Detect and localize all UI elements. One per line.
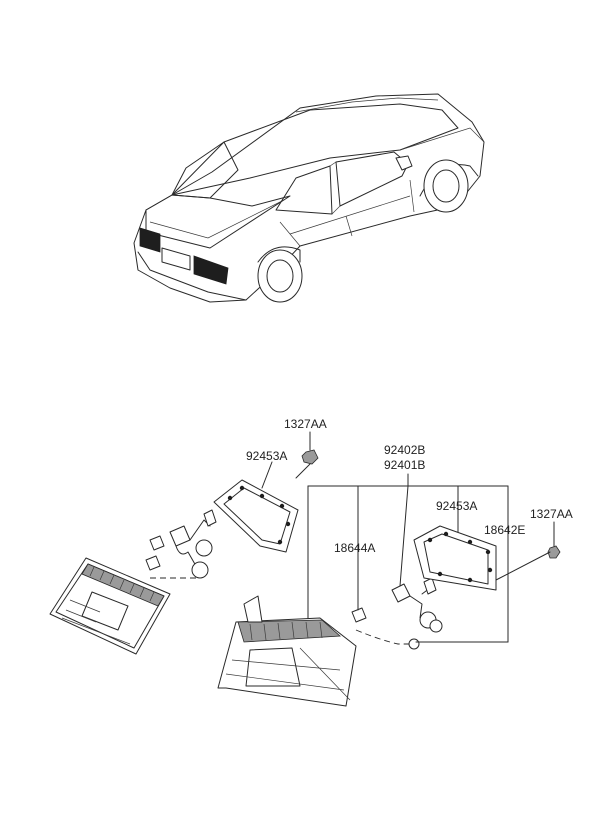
label-92453a-right: 92453A (436, 499, 477, 513)
label-18642e: 18642E (484, 523, 525, 537)
right-rear-lamp-assembly (217, 525, 561, 707)
label-92453a-left: 92453A (246, 449, 287, 463)
part-number-labels: 1327AA 92453A 92402B 92401B 18644A 92453… (246, 417, 573, 555)
sedan-rear-view-illustration (133, 93, 485, 303)
label-1327aa-left: 1327AA (284, 417, 327, 431)
leader-lines (261, 431, 555, 643)
left-rear-lamp-assembly (49, 449, 319, 655)
label-92401b: 92401B (384, 458, 425, 472)
label-1327aa-right: 1327AA (530, 507, 573, 521)
label-92402b: 92402B (384, 443, 425, 457)
label-18644a: 18644A (334, 541, 375, 555)
